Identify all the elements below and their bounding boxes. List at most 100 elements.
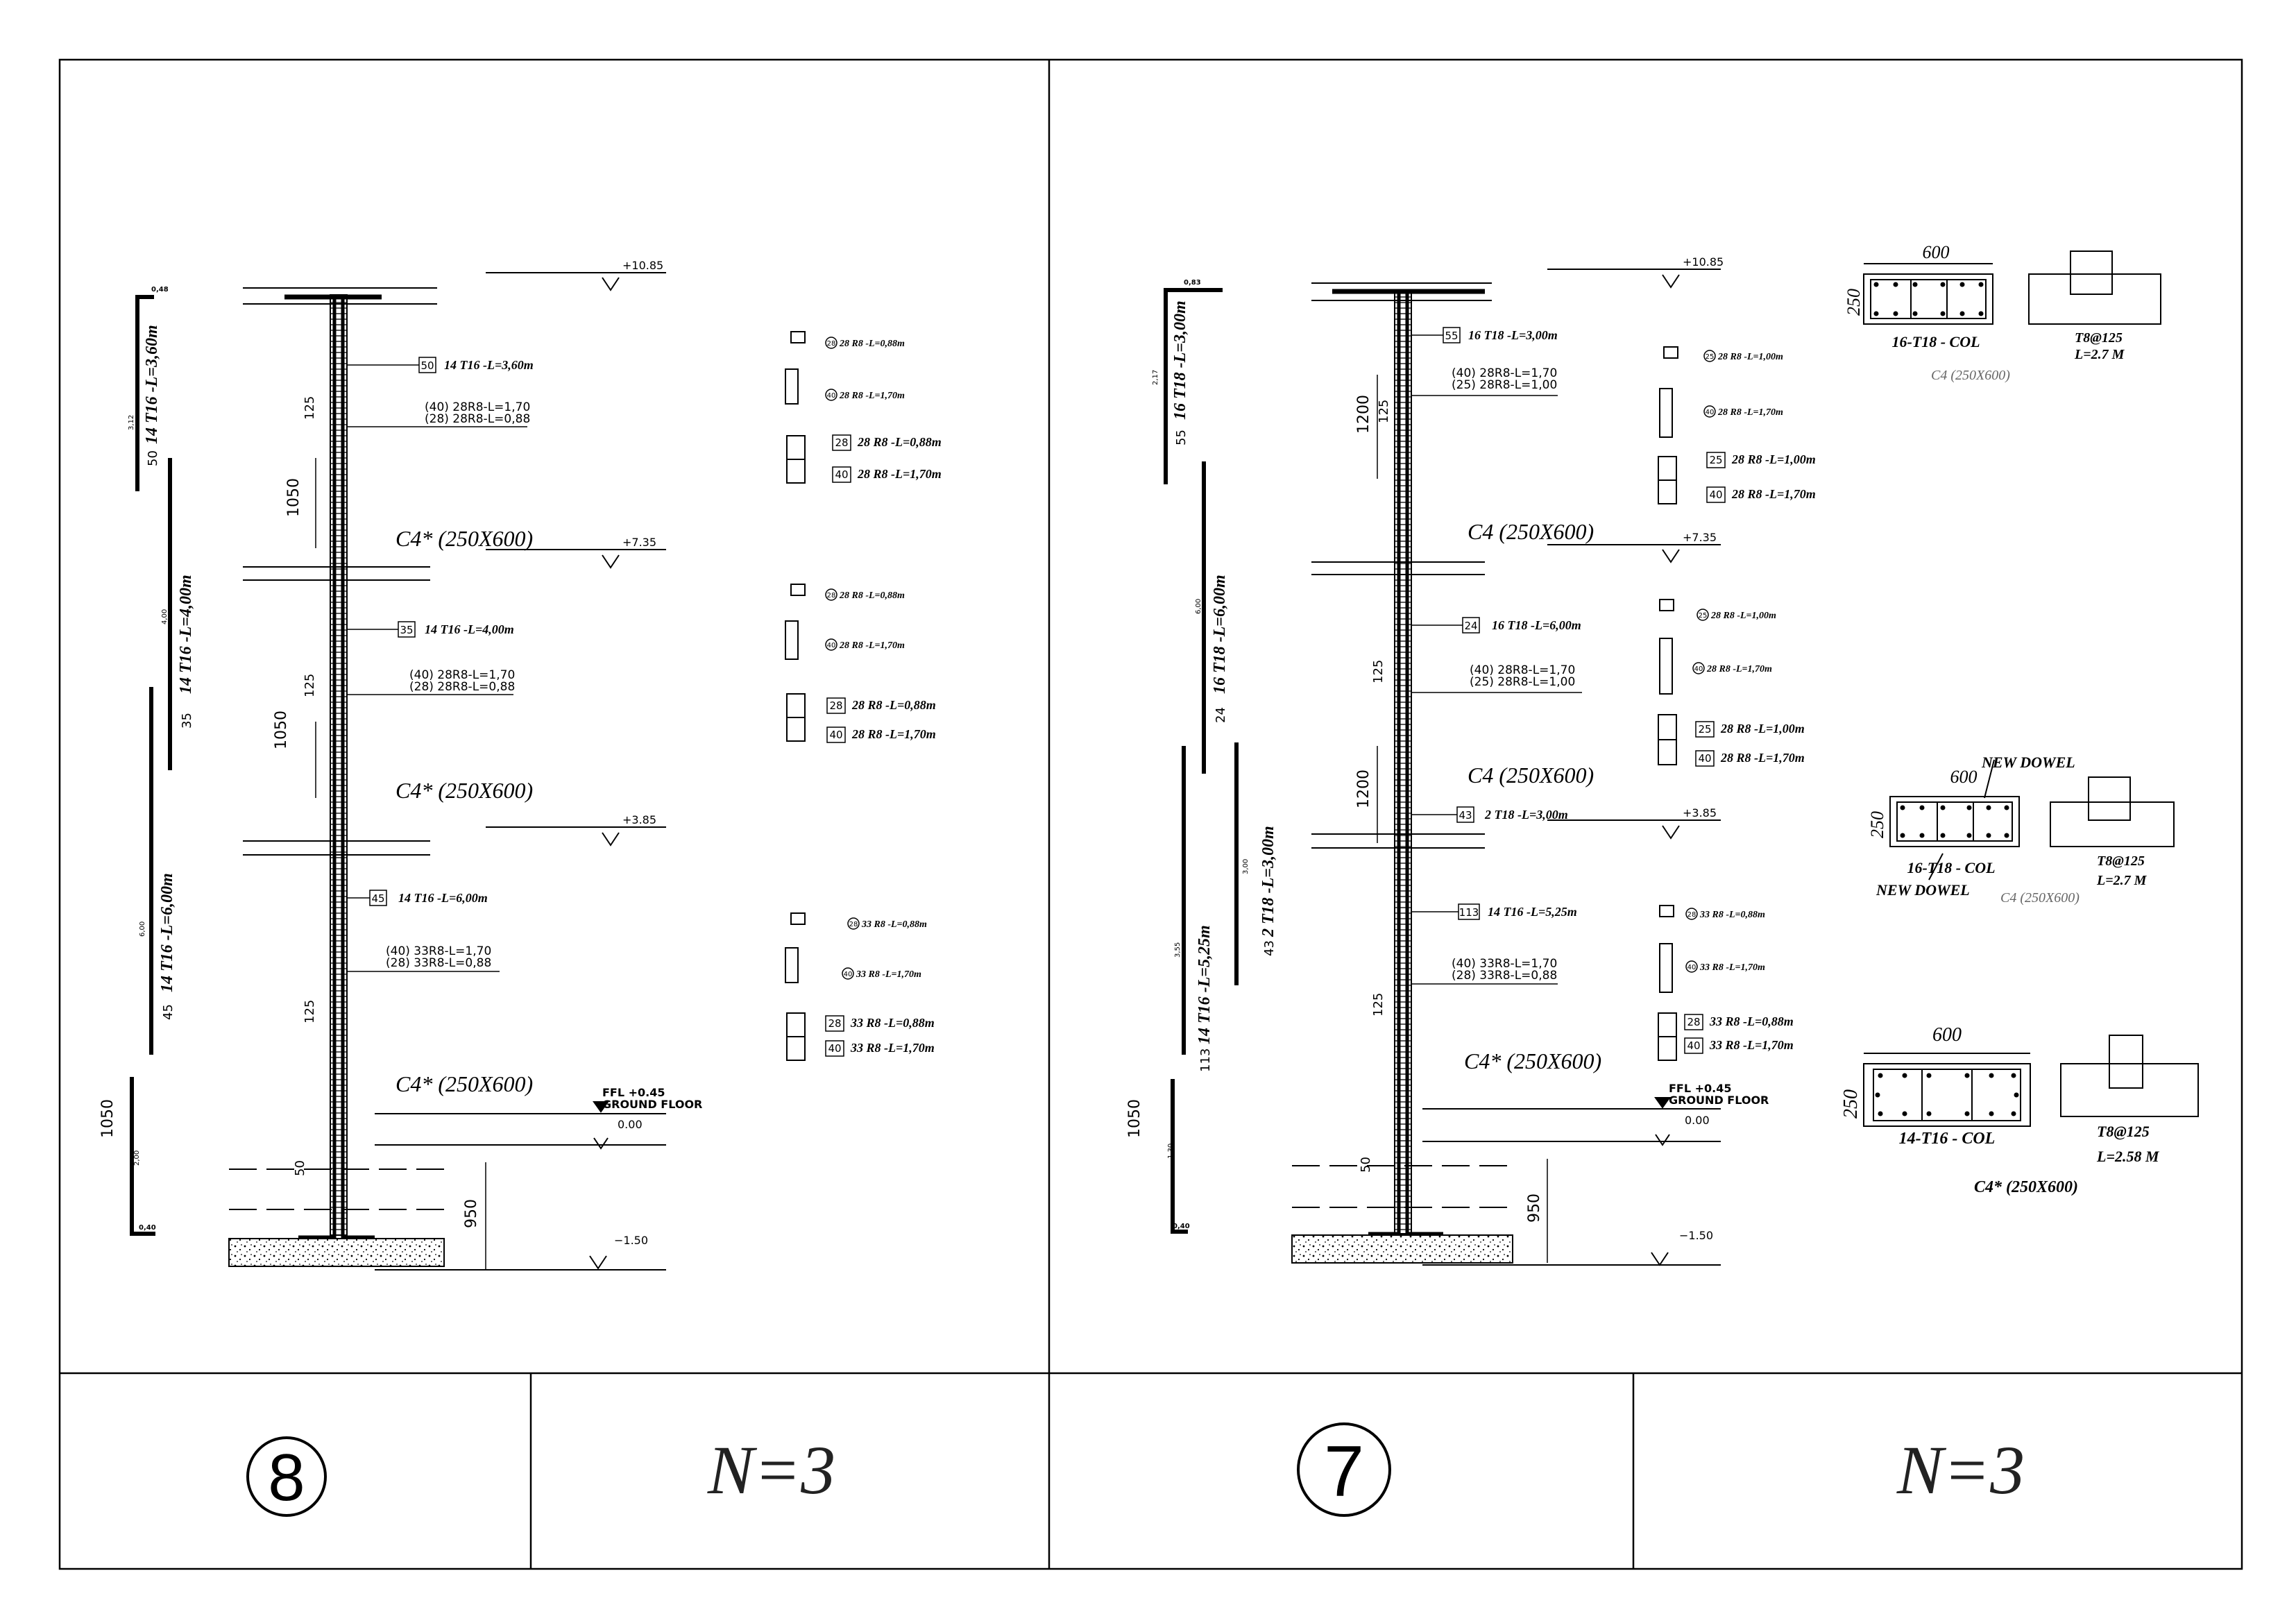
bar-right-4: 14 T16 -L=5,25m [1196, 925, 1214, 1044]
bar-left-1-num: 50 [146, 450, 160, 466]
detail-mark-number: 40 [1698, 752, 1711, 765]
section-3-bars: 14-T16 - COL [1899, 1130, 1996, 1148]
elev-top-right: +10.85 [1683, 255, 1724, 269]
column-label-left-2: C4* (250X600) [396, 778, 533, 803]
bar-tag-number-left-1: 50 [420, 359, 434, 372]
section-2-bars: 16-T18 - COL [1907, 859, 1995, 876]
section-3-height: 250 [1840, 1089, 1862, 1119]
bar-right-2-num: 24 [1214, 707, 1228, 723]
dim-1050-left-3: 1050 [99, 1099, 117, 1138]
detail-mark-number: 28 [828, 1017, 841, 1030]
panel-id-circle-right [1297, 1422, 1391, 1517]
bar-tag-number-left-2: 35 [400, 624, 413, 636]
detail-mark-number: 40 [1694, 665, 1703, 673]
section-3-len: L=2.58 M [2096, 1148, 2160, 1165]
bar-schedule-left [130, 295, 172, 1236]
bar-left-3-v: 6,00 [139, 921, 146, 937]
detail-mark-box [825, 1015, 844, 1032]
detail-mark-number: 28 [1687, 1016, 1700, 1028]
stirrup-note-left-3a: (40) 33R8-L=1,70 [386, 944, 491, 958]
detail-mark-text: 33 R8 -L=0,88m [861, 919, 927, 930]
detail-mark-text: 28 R8 -L=0,88m [839, 590, 905, 601]
elev-base-left: −1.50 [614, 1234, 648, 1247]
bar-tag-number-left-3: 45 [371, 892, 384, 905]
section-3-name: C4* (250X600) [1974, 1178, 2078, 1196]
dim-950-left: 950 [463, 1199, 480, 1228]
stirrup-details-right [1658, 346, 1678, 1061]
bar-tag-right-4: 14 T16 -L=5,25m [1488, 905, 1577, 919]
detail-mark-number: 28 [827, 592, 836, 600]
section-1-height: 250 [1844, 289, 1864, 316]
detail-mark-number: 40 [829, 729, 842, 741]
detail-mark-text: 33 R8 -L=0,88m [1709, 1014, 1794, 1028]
detail-mark-number: 28 [835, 436, 848, 449]
detail-mark-circle [1692, 662, 1705, 674]
dim-125-left-2: 125 [303, 674, 317, 697]
elev-735-right: +7.35 [1683, 531, 1717, 544]
stirrup-note-left-1b: (28) 28R8-L=0,88 [425, 412, 530, 426]
detail-mark-text: 28 R8 -L=1,70m [1717, 407, 1783, 418]
bar-tag-number-right-1: 55 [1445, 330, 1458, 342]
section-3-width: 600 [1932, 1024, 1962, 1046]
bar-right-2-v: 6,00 [1195, 599, 1202, 614]
detail-mark-circle [825, 588, 837, 601]
dim-50-right: 50 [1359, 1157, 1373, 1173]
detail-mark-text: 33 R8 -L=0,88m [1699, 910, 1765, 920]
elev-zero-left: 0.00 [618, 1118, 643, 1131]
column-label-left-3: C4* (250X600) [396, 1071, 533, 1096]
detail-mark-text: 28 R8 -L=1,00m [1720, 722, 1805, 736]
detail-mark-circle [825, 638, 837, 651]
stirrup-note-left-2a: (40) 28R8-L=1,70 [409, 668, 515, 682]
bar-left-1: 14 T16 -L=3,60m [143, 325, 161, 444]
detail-mark-circle [1703, 405, 1716, 418]
bar-tag-right-3: 2 T18 -L=3,00m [1484, 808, 1568, 822]
detail-mark-number: 40 [1706, 409, 1715, 416]
bar-tag-right-2: 16 T18 -L=6,00m [1492, 618, 1581, 632]
bar-right-3: 2 T18 -L=3,00m [1259, 826, 1277, 937]
detail-mark-box [1695, 750, 1715, 767]
detail-mark-circle [1685, 960, 1698, 973]
elev-base-right: −1.50 [1679, 1229, 1713, 1242]
bar-tag-number-right-3: 43 [1459, 809, 1472, 822]
stirrup-note-left-3b: (28) 33R8-L=0,88 [386, 956, 491, 970]
bar-tag-left-1: 14 T16 -L=3,60m [444, 358, 534, 372]
bar-left-3-num: 45 [161, 1004, 176, 1020]
bar-right-4-v: 3,55 [1174, 942, 1182, 958]
detail-mark-number: 28 [827, 340, 836, 348]
detail-mark-box [1695, 721, 1715, 738]
bar-right-3-v: 3,00 [1242, 859, 1250, 874]
detail-mark-text: 28 R8 -L=1,70m [1720, 751, 1805, 765]
bar-right-2: 16 T18 -L=6,00m [1211, 575, 1229, 694]
stirrup-note-right-3b: (28) 33R8-L=0,88 [1452, 969, 1557, 983]
dim-1050-right: 1050 [1126, 1099, 1143, 1138]
section-1: 600 250 16-T18 - COL C4 (250X600) T8@125… [1844, 242, 2161, 383]
detail-mark-number: 40 [844, 971, 853, 978]
bar-right-4-c: 1,30 [1167, 1144, 1175, 1159]
dim-1050-left-1: 1050 [285, 478, 303, 517]
detail-mark-circle [842, 967, 854, 980]
stirrup-details-left [785, 331, 806, 1061]
elev-ground-left: GROUND FLOOR [602, 1098, 702, 1111]
section-3-tie: T8@125 [2097, 1123, 2150, 1140]
detail-mark-circle [1697, 609, 1709, 621]
title-block: 8 N=3 7 N=3 [246, 1422, 2025, 1517]
detail-mark-number: 40 [1709, 488, 1722, 501]
dim-1050-left-2: 1050 [273, 711, 290, 749]
detail-mark-text: 28 R8 -L=1,70m [857, 467, 942, 481]
stirrup-note-left-2b: (28) 28R8-L=0,88 [409, 680, 515, 694]
bar-schedule-right [1164, 288, 1239, 1234]
detail-mark-box [1684, 1037, 1703, 1054]
bar-tag-left-3: 14 T16 -L=6,00m [398, 891, 488, 905]
elev-zero-right: 0.00 [1685, 1114, 1710, 1127]
section-2-name: C4 (250X600) [2000, 890, 2080, 906]
bar-tag-number-right-2: 24 [1464, 620, 1477, 632]
detail-mark-circle [1703, 350, 1716, 362]
detail-mark-number: 40 [827, 642, 836, 649]
detail-mark-number: 28 [849, 921, 858, 928]
detail-mark-text: 28 R8 -L=1,70m [839, 391, 905, 401]
dim-1200-right-1: 1200 [1355, 395, 1372, 434]
panel-id-left: 8 [268, 1441, 305, 1515]
dim-125-left-3: 125 [303, 1000, 317, 1023]
bar-right-3-num: 43 [1262, 940, 1277, 956]
